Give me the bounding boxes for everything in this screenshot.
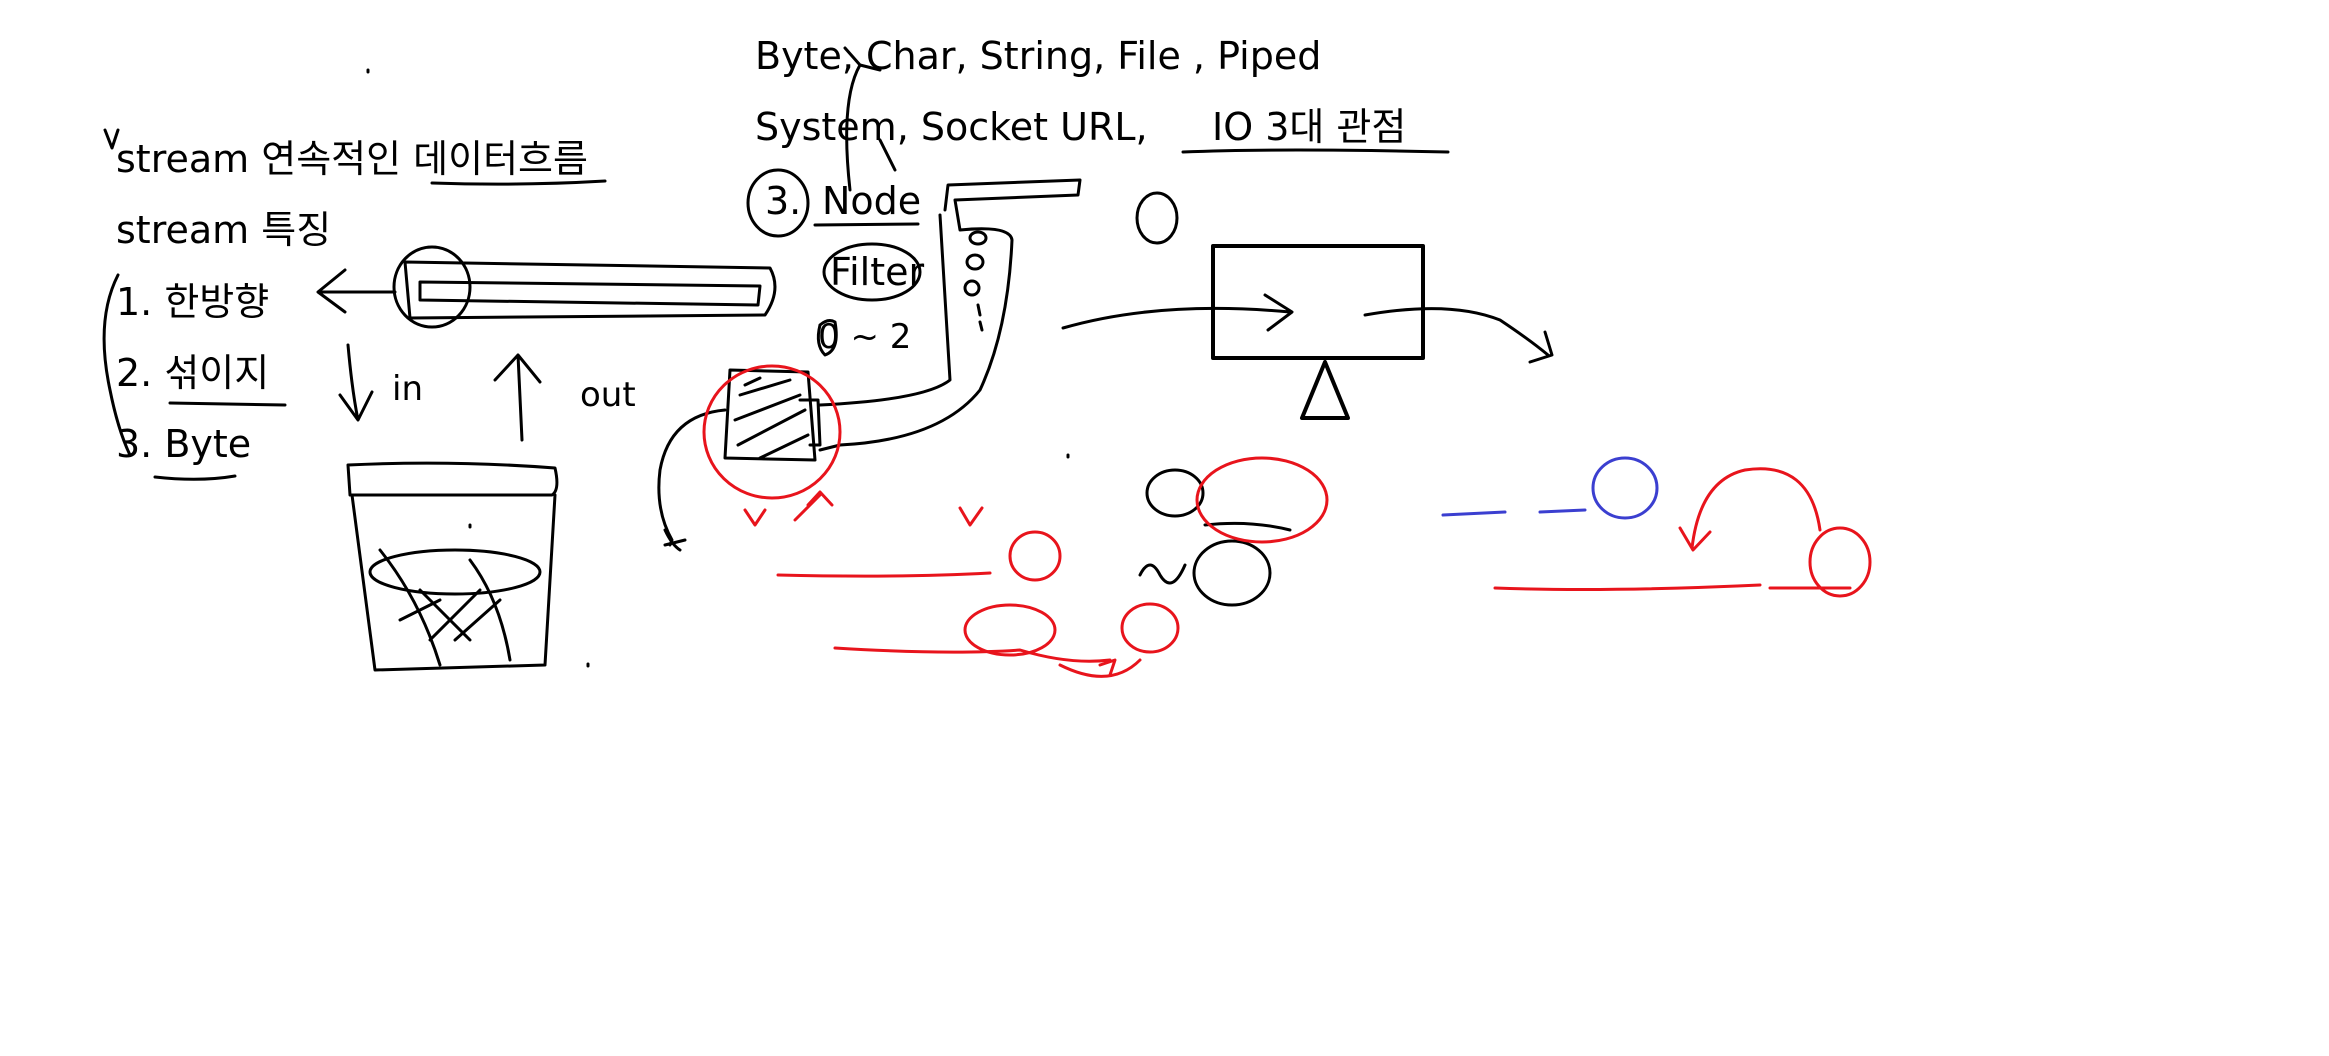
underline-data-flow xyxy=(430,179,607,186)
note-range: 0 ~ 2 xyxy=(818,317,912,357)
arc-arrow xyxy=(1678,467,1822,552)
check-mark xyxy=(103,128,120,150)
cable xyxy=(657,408,727,547)
underline-node xyxy=(813,222,920,227)
note-feature-2: 2. 섞이지 xyxy=(116,351,270,395)
note-node-types-2: System, Socket URL, xyxy=(755,105,1148,149)
underline-buffered xyxy=(776,571,992,578)
circle-1 xyxy=(1135,191,1179,245)
underline-osw xyxy=(1493,583,1852,591)
center-pipe xyxy=(818,178,1082,452)
tilde-er xyxy=(1138,563,1187,585)
zero-shape xyxy=(816,319,838,357)
note-node: Node xyxy=(822,179,922,223)
pipe-mouth xyxy=(392,245,472,329)
output-arrow xyxy=(1363,307,1554,364)
red-circle-filter xyxy=(702,364,842,500)
circle-stream xyxy=(1195,456,1329,544)
underline-io xyxy=(1181,148,1450,154)
circle-print-er xyxy=(1591,456,1659,520)
pipe-sketch xyxy=(403,260,777,320)
note-stream-features: stream 특징 xyxy=(116,208,332,252)
down-arrow xyxy=(338,343,374,422)
list-bracket xyxy=(102,273,132,457)
note-filter: Filter xyxy=(830,250,925,294)
underline-print xyxy=(1441,508,1587,517)
label-out: out xyxy=(580,375,636,415)
circle-3 xyxy=(746,168,810,238)
circle-er xyxy=(1192,539,1272,607)
node-link xyxy=(843,46,897,192)
circle-writer xyxy=(1808,526,1872,598)
underline-mix xyxy=(168,401,287,407)
circle-filter xyxy=(822,242,922,302)
note-stream-definition: stream 연속적인 데이터흐름 xyxy=(116,137,588,181)
note-feature-1: 1. 한방향 xyxy=(116,280,270,324)
underline-isr xyxy=(833,646,1112,663)
up-arrow xyxy=(493,353,542,442)
cup-sketch xyxy=(346,461,559,497)
circle-er-buffered xyxy=(1008,530,1062,582)
note-io-title: IO 3대 관점 xyxy=(1212,105,1407,149)
note-num-3: 3. xyxy=(765,179,802,223)
underline-byte xyxy=(153,474,237,481)
stand-triangle xyxy=(1300,360,1350,420)
filter-box xyxy=(723,368,817,462)
left-arrow xyxy=(316,268,397,314)
note-feature-3: 3. Byte xyxy=(116,422,252,466)
note-node-types: Byte, Char, String, File , Piped xyxy=(755,34,1322,78)
source-target-box xyxy=(1211,244,1425,360)
label-in: in xyxy=(392,369,423,409)
circle-2 xyxy=(1145,468,1205,518)
input-arrow xyxy=(1061,293,1294,332)
